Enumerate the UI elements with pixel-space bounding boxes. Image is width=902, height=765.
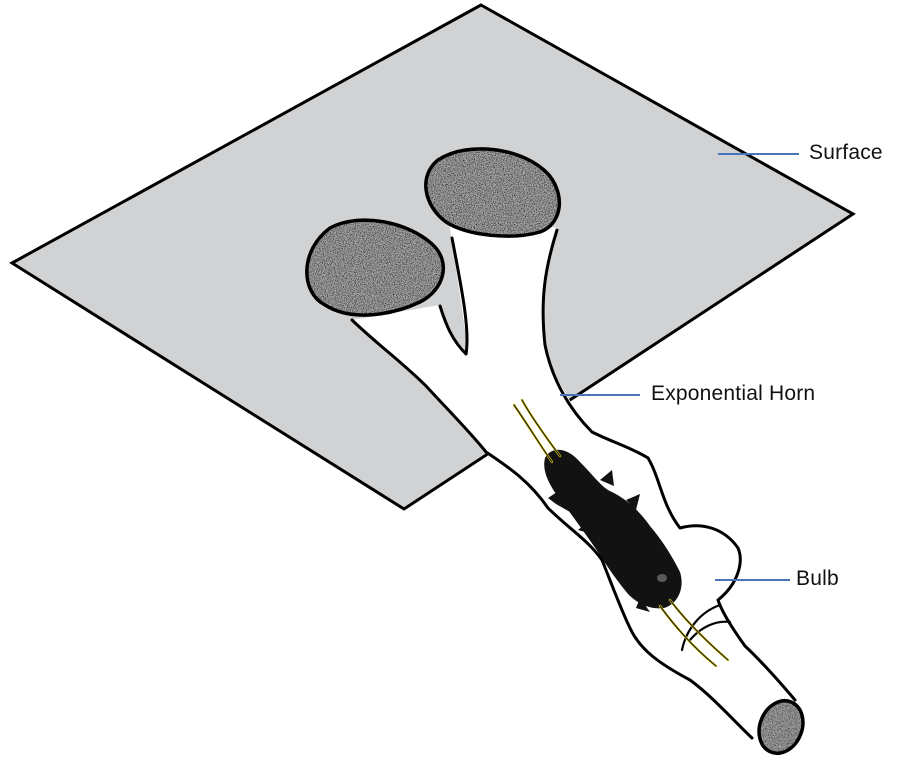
surface-label: Surface [809, 141, 883, 164]
burrow-opening-left [305, 218, 446, 317]
cricket-eye [657, 574, 667, 582]
tunnel-constriction [680, 603, 732, 652]
cricket-wing-left [548, 490, 592, 534]
cricket-antenna-upper-dark [513, 399, 561, 463]
exponential-horn-label: Exponential Horn [651, 382, 816, 405]
burrow-right-branch-wall [541, 228, 650, 460]
cricket-leg-hind [636, 598, 650, 612]
cricket-insect [512, 398, 730, 668]
cricket-cercus-lower-dark [659, 599, 729, 667]
bulb-label: Bulb [796, 567, 839, 590]
cricket-wing-right [600, 470, 640, 552]
burrow-left-branch-wall [350, 318, 488, 454]
bulb-wall-right [646, 456, 797, 702]
tunnel-end-opening [757, 699, 805, 755]
bulb-wall-left [484, 450, 754, 740]
burrow-opening-right [424, 147, 561, 238]
cricket-body [544, 449, 682, 609]
burrow-fork-wall [438, 236, 469, 356]
